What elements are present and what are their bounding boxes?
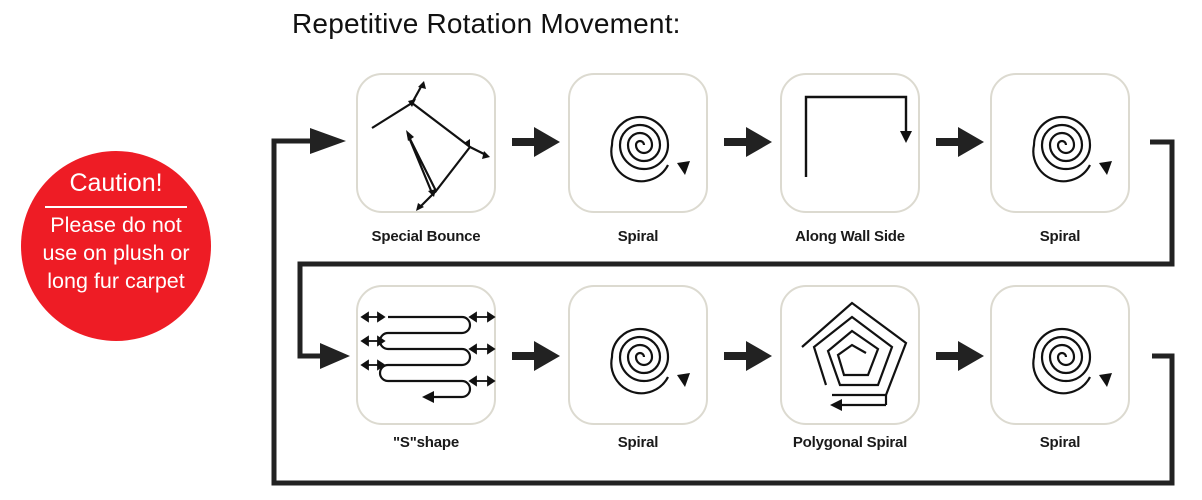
step-label: Spiral — [1039, 228, 1081, 245]
s-shape-icon — [360, 311, 496, 403]
polygonal-spiral-icon — [801, 301, 908, 411]
arrow-2-3 — [724, 127, 772, 157]
row-connector-arrowhead — [320, 343, 350, 369]
step-card-spiral — [568, 73, 708, 213]
step-label: Polygonal Spiral — [792, 434, 908, 451]
special-bounce-icon — [371, 81, 490, 211]
step-card-s-shape — [356, 285, 496, 425]
loop-return-line — [271, 138, 1175, 486]
spiral-icon — [610, 327, 690, 395]
step-label: Spiral — [617, 228, 659, 245]
arrow-3-4 — [936, 127, 984, 157]
step-label: Special Bounce — [371, 228, 481, 245]
arrow-1-2 — [512, 127, 560, 157]
page-title: Repetitive Rotation Movement: — [292, 8, 681, 39]
loop-return-arrowhead — [310, 128, 346, 154]
step-card-along-wall-side — [780, 73, 920, 213]
caution-badge: Caution! Please do not use on plush or l… — [21, 151, 211, 341]
step-card-special-bounce — [356, 73, 496, 213]
step-label: Spiral — [617, 434, 659, 451]
caution-heading: Caution! — [69, 169, 163, 197]
arrow-7-8 — [936, 341, 984, 371]
step-card-polygonal-spiral — [780, 285, 920, 425]
along-wall-side-icon — [804, 95, 912, 177]
spiral-icon — [1032, 327, 1112, 395]
step-label: Along Wall Side — [795, 228, 905, 245]
arrow-6-7 — [724, 341, 772, 371]
step-label: Spiral — [1039, 434, 1081, 451]
step-card-spiral — [990, 73, 1130, 213]
spiral-icon — [1032, 115, 1112, 183]
caution-line: long fur carpet — [47, 269, 185, 293]
step-card-spiral — [568, 285, 708, 425]
arrow-5-6 — [512, 341, 560, 371]
step-label: "S"shape — [393, 434, 459, 451]
caution-text: Please do not use on plush or long fur c… — [21, 211, 211, 295]
row-connector-line — [297, 139, 1175, 359]
caution-line: Please do not — [50, 213, 182, 237]
spiral-icon — [610, 115, 690, 183]
caution-divider — [45, 206, 187, 208]
caution-line: use on plush or — [42, 241, 190, 265]
step-card-spiral — [990, 285, 1130, 425]
